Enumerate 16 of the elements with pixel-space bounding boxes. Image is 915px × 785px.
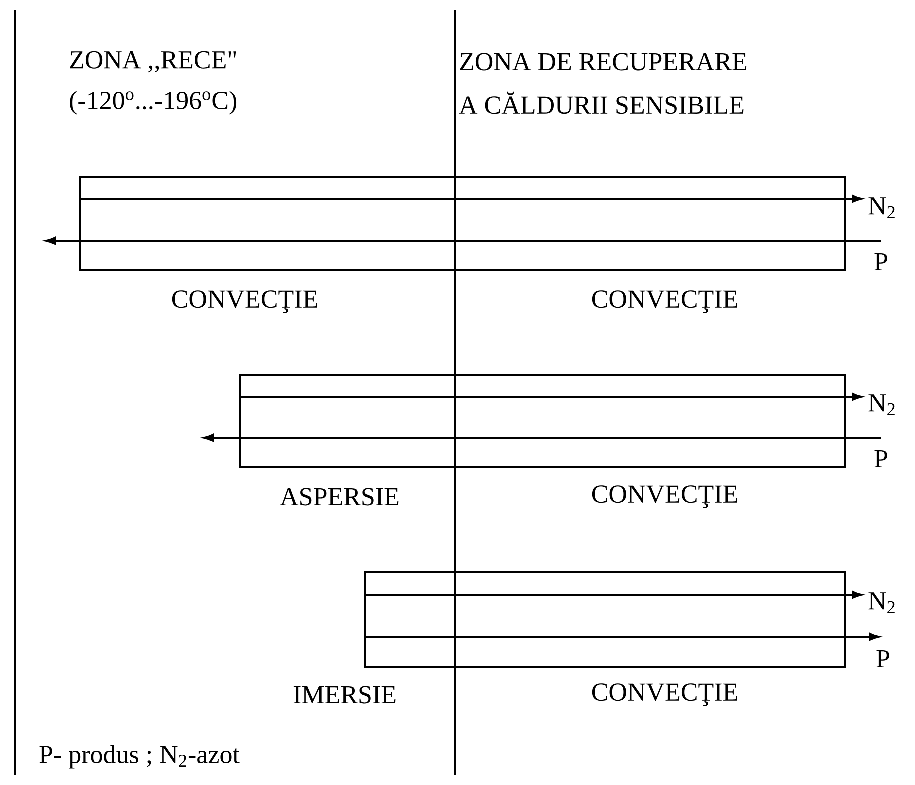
stream-label: N$_{2}$	[868, 198, 895, 218]
process-label: CONVECŢIE	[592, 290, 738, 314]
stream-label: P	[874, 253, 888, 271]
process-label: CONVECŢIE	[592, 486, 738, 508]
tunnel-box	[239, 374, 846, 468]
stream-label: N$_{2}$	[868, 592, 895, 614]
tunnel-box	[79, 176, 846, 271]
zone-heading: A CĂLDURII SENSIBILE	[459, 92, 744, 114]
zone-heading: ZONA ,,RECE"	[70, 51, 236, 73]
stream-label: N$_{2}$	[868, 394, 895, 416]
stream-label: P	[876, 650, 890, 668]
tunnel-box	[364, 571, 846, 668]
process-label: CONVECŢIE	[172, 290, 318, 314]
zone-heading: ZONA DE RECUPERARE	[460, 53, 747, 71]
stream-label: P	[874, 450, 888, 468]
legend-text: P- produs ; N$_{2}$-azot	[40, 745, 240, 769]
